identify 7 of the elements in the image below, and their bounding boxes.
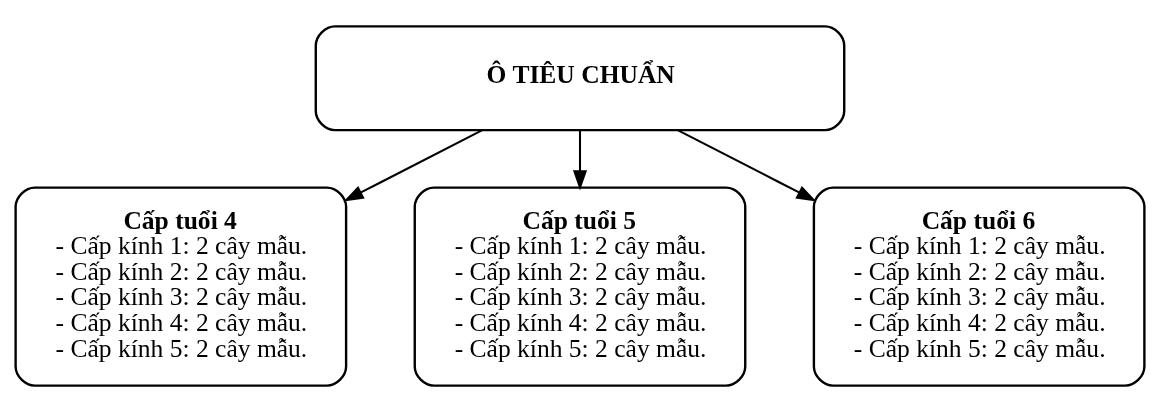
arrow	[572, 130, 588, 190]
arrow	[343, 128, 483, 201]
node-box: Cấp tuổi 5 - Cấp kính 1: 2 cây mẫu. - Cấp kính 2: 2 cây mẫu. - Cấp kính 3: 2 cây mẫu. - Cấp kính 4: 2 cây mẫu. - Cấp kính 5: 2 cây mẫu.	[413, 185, 747, 387]
arrow	[677, 128, 817, 201]
node-box: Cấp tuổi 4 - Cấp kính 1: 2 cây mẫu. - Cấp kính 2: 2 cây mẫu. - Cấp kính 3: 2 cây mẫu. - Cấp kính 4: 2 cây mẫu. - Cấp kính 5: 2 cây mẫu.	[14, 185, 348, 387]
node-box: Ô TIÊU CHUẨN	[314, 24, 846, 131]
node-box: Cấp tuổi 6 - Cấp kính 1: 2 cây mẫu. - Cấp kính 2: 2 cây mẫu. - Cấp kính 3: 2 cây mẫu. - Cấp kính 4: 2 cây mẫu. - Cấp kính 5: 2 cây mẫu.	[812, 185, 1146, 387]
